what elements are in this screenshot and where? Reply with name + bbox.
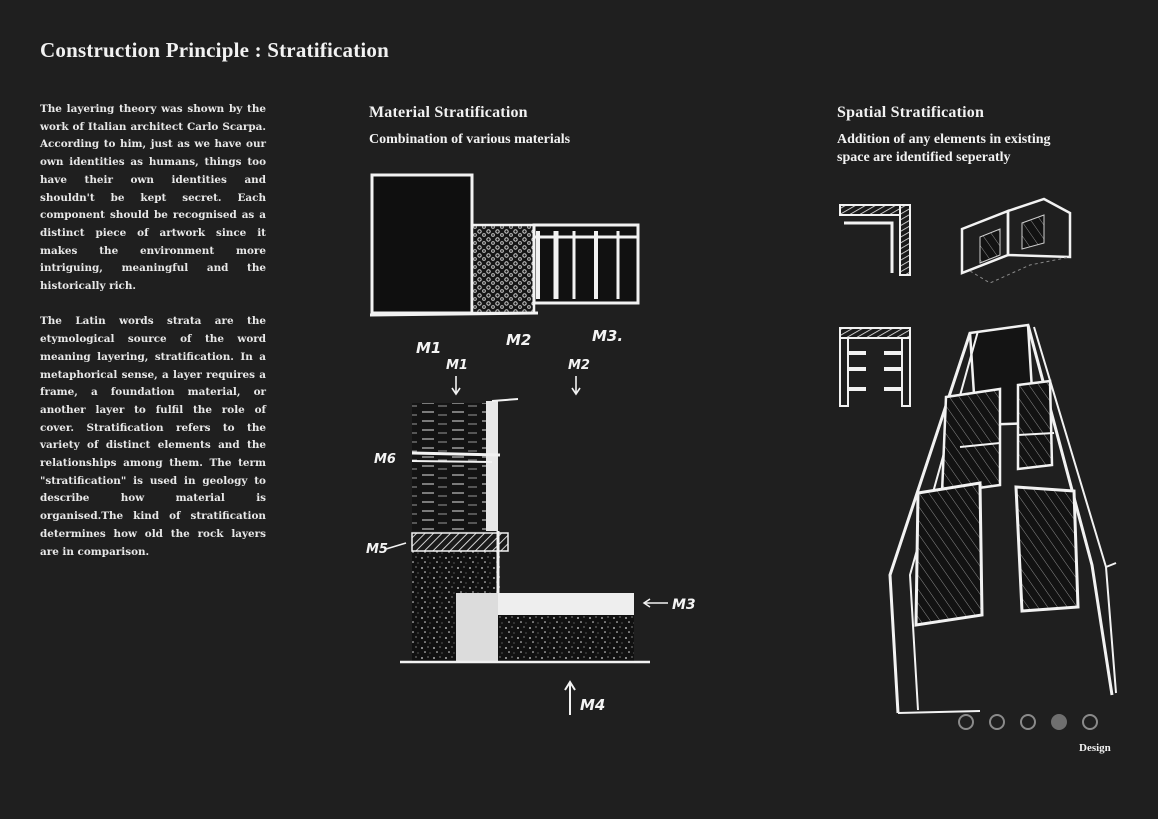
label-m4: M4 xyxy=(580,696,605,714)
intro-text: The layering theory was shown by the wor… xyxy=(40,101,266,579)
page-dot-1[interactable] xyxy=(958,714,974,730)
label-m1: M1 xyxy=(416,339,441,357)
spatial-heading: Spatial Stratification xyxy=(837,104,984,122)
page-dot-4-active[interactable] xyxy=(1051,714,1067,730)
material-heading: Material Stratification xyxy=(369,104,528,122)
spatial-plan-corner-sketch xyxy=(840,205,910,275)
spatial-subheading-line-1: Addition of any elements in existing xyxy=(837,131,1051,149)
intro-paragraph-2: The Latin words strata are the etymologi… xyxy=(40,313,266,561)
material-section-sketch xyxy=(400,399,650,663)
label-m2: M2 xyxy=(506,331,531,349)
spatial-plan-elements-sketch xyxy=(840,328,910,406)
spatial-perspective-sketch xyxy=(890,325,1116,713)
label-m1-arrow: M1 xyxy=(446,358,468,373)
label-m3: M3. xyxy=(592,327,623,345)
page-title: Construction Principle : Stratification xyxy=(40,38,389,63)
spatial-isometric-sketch xyxy=(962,199,1070,283)
material-elevation-sketch xyxy=(370,175,638,315)
page-dot-2[interactable] xyxy=(989,714,1005,730)
label-m5: M5 xyxy=(366,542,388,557)
spatial-sketch xyxy=(830,185,1120,720)
label-m6: M6 xyxy=(374,452,396,467)
page-indicator xyxy=(958,714,1098,730)
page-dot-5[interactable] xyxy=(1082,714,1098,730)
material-subheading: Combination of various materials xyxy=(369,131,570,149)
label-m2-arrow: M2 xyxy=(568,358,590,373)
intro-paragraph-1: The layering theory was shown by the wor… xyxy=(40,101,266,296)
page-dot-3[interactable] xyxy=(1020,714,1036,730)
material-sketch: M1 M2 M3. M1 M2 M6 M5 M3 xyxy=(360,165,710,725)
section-label: Design xyxy=(1079,742,1111,754)
spatial-subheading-line-2: space are identified seperatly xyxy=(837,149,1011,167)
label-m3-side: M3 xyxy=(672,597,696,613)
